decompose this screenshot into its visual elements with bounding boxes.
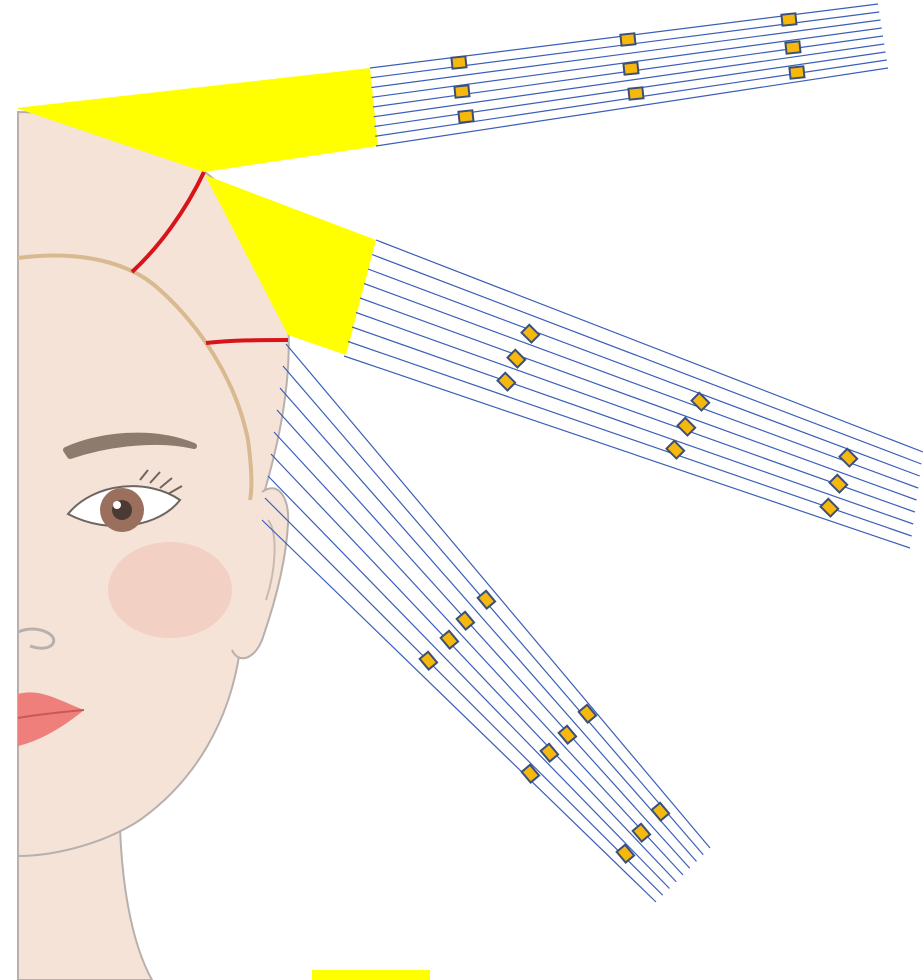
- lower-section-strand: [274, 432, 683, 875]
- lower-section-strand: [268, 476, 670, 889]
- middle-section-clip: [498, 373, 516, 391]
- middle-section-strand: [352, 327, 913, 524]
- lower-section-strand: [280, 388, 697, 862]
- lower-section-strand: [271, 454, 676, 882]
- lower-section-clip: [652, 803, 669, 821]
- lower-section-clip: [441, 631, 458, 649]
- middle-section-strands: [344, 240, 923, 548]
- middle-section-clip: [667, 441, 685, 459]
- lower-section-strand: [277, 410, 690, 868]
- top-section-clip: [454, 85, 469, 97]
- lower-section-clip: [457, 612, 474, 630]
- eye-glint: [113, 501, 121, 509]
- top-section-clip: [781, 13, 796, 25]
- lower-section-clip: [478, 591, 495, 609]
- bottom-highlight-bar: [312, 970, 430, 980]
- top-section-clip: [620, 33, 635, 45]
- top-section-clip: [628, 87, 643, 99]
- top-section-clip: [785, 41, 800, 53]
- middle-section-strand: [372, 255, 921, 465]
- lower-section-strand: [262, 520, 656, 902]
- middle-section-clip: [830, 475, 848, 493]
- middle-section-strand: [344, 356, 910, 548]
- cheek-blush: [108, 542, 232, 638]
- top-section-clip: [451, 56, 466, 68]
- top-section-clip: [789, 66, 804, 78]
- top-section-clip: [458, 110, 473, 122]
- lower-section-clip: [522, 765, 539, 783]
- lower-section-strand: [286, 344, 710, 848]
- middle-section-strand: [368, 269, 920, 476]
- middle-section-clip: [821, 499, 839, 517]
- lower-section-strand: [283, 366, 703, 855]
- section-clips: [420, 13, 858, 862]
- middle-section-strand: [360, 298, 917, 500]
- lower-section-clip: [559, 726, 576, 744]
- top-section-clip: [623, 62, 638, 74]
- lower-section-clip: [579, 705, 596, 723]
- lower-section-strand: [265, 498, 663, 895]
- lower-section-strands: [262, 344, 710, 902]
- middle-section-strand: [376, 240, 923, 452]
- lower-section-clip: [617, 845, 634, 863]
